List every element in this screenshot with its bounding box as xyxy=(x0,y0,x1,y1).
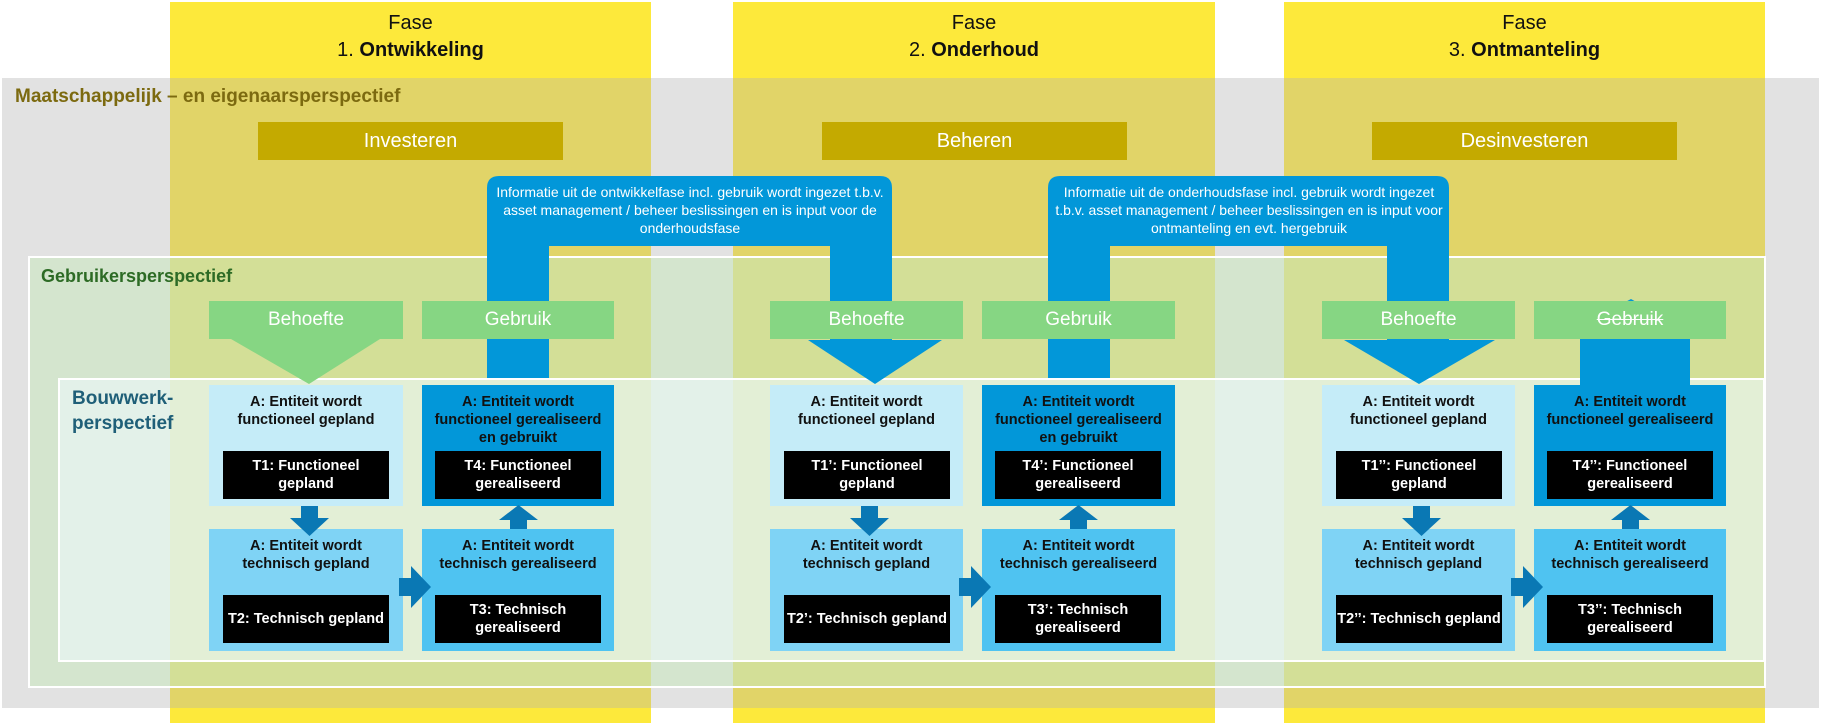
beheren-box: Beheren xyxy=(822,122,1127,160)
technical-planning-block-3: A: Entiteit wordt technisch gepland T2’’… xyxy=(1322,529,1515,651)
desinvesteren-box: Desinvesteren xyxy=(1372,122,1677,160)
activity-label: A: Entiteit wordt functioneel gepland xyxy=(237,394,375,428)
building-perspective-label: Bouwwerk-perspectief xyxy=(72,388,174,434)
state-t4: T4’: Functioneel gerealiseerd xyxy=(995,451,1161,499)
activity-label: A: Entiteit wordt functioneel gerealisee… xyxy=(434,394,602,446)
activity-label: A: Entiteit wordt technisch gerealiseerd xyxy=(1551,538,1709,572)
functional-planning-block-1: A: Entiteit wordt functioneel gepland T1… xyxy=(209,385,403,506)
state-t1: T1’: Functioneel gepland xyxy=(784,451,950,499)
phase-label: Fase xyxy=(388,12,433,34)
state-t4: T4: Functioneel gerealiseerd xyxy=(435,451,601,499)
investeren-box: Investeren xyxy=(258,122,563,160)
functional-planning-block-3: A: Entiteit wordt functioneel gepland T1… xyxy=(1322,385,1515,506)
phase-name: Ontmanteling xyxy=(1471,39,1601,61)
gebruik-box-3: Gebruik xyxy=(1534,301,1726,339)
functional-realisation-block-1: A: Entiteit wordt functioneel gerealisee… xyxy=(422,385,614,506)
behoefte-box-3: Behoefte xyxy=(1322,301,1515,339)
phase-header-2: Fase 2. Onderhoud xyxy=(733,2,1215,64)
info-text-2: Informatie uit de onderhoudsfase incl. g… xyxy=(1055,184,1443,236)
gebruik-box-2: Gebruik xyxy=(982,301,1175,339)
phase-number: 1. xyxy=(337,39,354,61)
state-t4: T4’’: Functioneel gerealiseerd xyxy=(1547,451,1713,499)
behoefte-box-1: Behoefte xyxy=(209,301,403,339)
technical-realisation-block-1: A: Entiteit wordt technisch gerealiseerd… xyxy=(422,529,614,651)
society-perspective-label: Maatschappelijk – en eigenaarsperspectie… xyxy=(15,86,401,107)
state-t3: T3’’: Technisch gerealiseerd xyxy=(1547,595,1713,643)
activity-label: A: Entiteit wordt functioneel gerealisee… xyxy=(1546,394,1714,428)
phase-number: 3. xyxy=(1448,39,1466,61)
phase-header-3: Fase 3. Ontmanteling xyxy=(1284,2,1765,64)
activity-label: A: Entiteit wordt functioneel gepland xyxy=(1350,394,1487,428)
technical-planning-block-2: A: Entiteit wordt technisch gepland T2’:… xyxy=(770,529,963,651)
technical-realisation-block-3: A: Entiteit wordt technisch gerealiseerd… xyxy=(1534,529,1726,651)
phase-label: Fase xyxy=(951,12,997,34)
info-flow-1-shape xyxy=(487,176,942,384)
state-t3: T3’: Technisch gerealiseerd xyxy=(995,595,1161,643)
state-t3: T3: Technisch gerealiseerd xyxy=(435,595,601,643)
functional-realisation-block-3: A: Entiteit wordt functioneel gerealisee… xyxy=(1534,385,1726,506)
state-t2: T2: Technisch gepland xyxy=(223,595,389,643)
user-perspective-label: Gebruikersperspectief xyxy=(41,266,233,286)
phase-label: Fase xyxy=(1502,12,1547,34)
state-t2: T2’: Technisch gepland xyxy=(784,595,950,643)
activity-label: A: Entiteit wordt technisch gepland xyxy=(802,538,931,572)
phase-number: 2. xyxy=(908,39,926,61)
activity-label: A: Entiteit wordt technisch gepland xyxy=(1354,538,1483,572)
info-flow-2-shape xyxy=(1048,176,1495,384)
functional-realisation-block-2: A: Entiteit wordt functioneel gerealisee… xyxy=(982,385,1175,506)
activity-label: A: Entiteit wordt functioneel gerealisee… xyxy=(995,394,1162,446)
activity-label: A: Entiteit wordt technisch gerealiseerd xyxy=(999,538,1158,572)
behoefte-box-2: Behoefte xyxy=(770,301,963,339)
technical-planning-block-1: A: Entiteit wordt technisch gepland T2: … xyxy=(209,529,403,651)
activity-label: A: Entiteit wordt functioneel gepland xyxy=(798,394,935,428)
technical-realisation-block-2: A: Entiteit wordt technisch gerealiseerd… xyxy=(982,529,1175,651)
state-t1: T1: Functioneel gepland xyxy=(223,451,389,499)
phase-header-1: Fase 1. Ontwikkeling xyxy=(170,2,651,64)
state-t1: T1’’: Functioneel gepland xyxy=(1336,451,1502,499)
activity-label: A: Entiteit wordt technisch gepland xyxy=(242,538,370,572)
gebruik-box-1: Gebruik xyxy=(422,301,614,339)
functional-planning-block-2: A: Entiteit wordt functioneel gepland T1… xyxy=(770,385,963,506)
state-t2: T2’’: Technisch gepland xyxy=(1336,595,1502,643)
behoefte-arrow-1 xyxy=(231,339,380,384)
phase-name: Ontwikkeling xyxy=(359,39,484,61)
gebruik-up-arrow-3-stem xyxy=(1580,339,1690,387)
phase-name: Onderhoud xyxy=(931,39,1039,61)
activity-label: A: Entiteit wordt technisch gerealiseerd xyxy=(439,538,597,572)
info-text-1: Informatie uit de ontwikkelfase incl. ge… xyxy=(496,184,884,236)
